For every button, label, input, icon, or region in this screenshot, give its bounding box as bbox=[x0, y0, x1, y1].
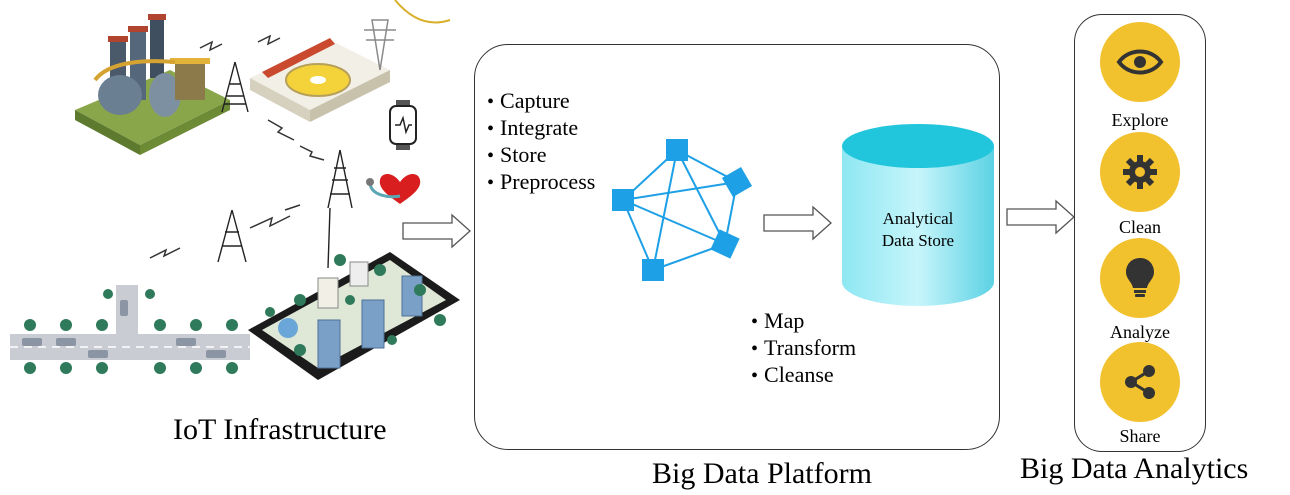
flow-arrow-3 bbox=[1006, 199, 1075, 235]
list-item: Capture bbox=[487, 88, 595, 115]
share-button[interactable] bbox=[1100, 342, 1180, 422]
explore-button[interactable] bbox=[1100, 22, 1180, 102]
factory-icon bbox=[75, 14, 230, 155]
analyze-label: Analyze bbox=[1110, 322, 1170, 342]
flow-arrow-2 bbox=[763, 205, 832, 241]
clean-label: Clean bbox=[1119, 217, 1161, 237]
warehouse-icon bbox=[250, 38, 390, 122]
analyze-button[interactable] bbox=[1100, 238, 1180, 318]
road-traffic-icon bbox=[10, 285, 250, 374]
data-store-label: Analytical Data Store bbox=[845, 208, 991, 252]
antenna-tower-icon bbox=[217, 61, 353, 269]
share-icon bbox=[1125, 365, 1155, 399]
transform-steps-list: Map Transform Cleanse bbox=[751, 308, 856, 389]
iot-illustration bbox=[10, 0, 460, 380]
ingest-steps-list: Capture Integrate Store Preprocess bbox=[487, 88, 595, 196]
smart-city-icon bbox=[248, 252, 460, 380]
platform-caption: Big Data Platform bbox=[652, 457, 872, 490]
power-pylon-icon bbox=[364, 0, 451, 71]
analytics-caption: Big Data Analytics bbox=[1020, 452, 1249, 485]
heart-stethoscope-icon bbox=[366, 173, 421, 204]
list-item: Map bbox=[751, 308, 856, 335]
list-item: Cleanse bbox=[751, 362, 856, 389]
data-store-label-line-2: Data Store bbox=[881, 231, 955, 250]
network-graph-icon bbox=[612, 139, 753, 281]
data-store-label-line-1: Analytical bbox=[882, 209, 954, 228]
gear-icon bbox=[1123, 155, 1157, 189]
flow-arrow-1 bbox=[402, 213, 471, 249]
eye-icon bbox=[1116, 49, 1164, 75]
list-item: Preprocess bbox=[487, 169, 595, 196]
iot-caption: IoT Infrastructure bbox=[173, 413, 387, 446]
analytical-data-store-icon bbox=[842, 124, 994, 306]
list-item: Store bbox=[487, 142, 595, 169]
list-item: Integrate bbox=[487, 115, 595, 142]
smartwatch-icon bbox=[389, 100, 417, 150]
explore-label: Explore bbox=[1111, 110, 1169, 130]
wireless-link-icon bbox=[149, 34, 325, 259]
share-label: Share bbox=[1119, 426, 1161, 446]
clean-button[interactable] bbox=[1100, 132, 1180, 212]
lightbulb-icon bbox=[1126, 258, 1154, 297]
list-item: Transform bbox=[751, 335, 856, 362]
